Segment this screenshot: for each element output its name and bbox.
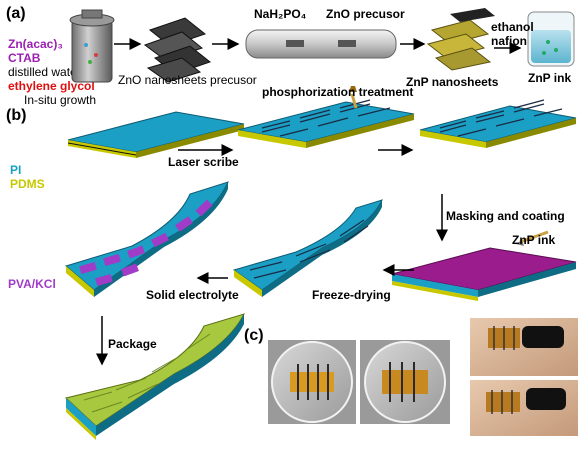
laser-scribed-substrate <box>237 86 415 148</box>
pva-kcl-legend: PVA/KCl <box>8 277 56 291</box>
freeze-drying-label: Freeze-drying <box>312 288 391 302</box>
zno-precursor-label: ZnO nanosheets precusor <box>118 73 257 87</box>
laser-scribe-label: Laser scribe <box>168 155 239 169</box>
znp-coated-substrate <box>391 230 577 301</box>
package-label: Package <box>108 337 157 351</box>
bare-substrate <box>67 111 245 158</box>
electrolyte-substrate <box>64 181 229 297</box>
photo-petri-2 <box>360 340 450 424</box>
photo-petri-1 <box>268 340 356 424</box>
reagent-ctab: CTAB <box>8 51 41 65</box>
znp-ink-label: ZnP ink <box>528 71 572 85</box>
freeze-dried-substrate <box>232 199 383 297</box>
masking-label: Masking and coating <box>446 209 565 223</box>
pi-legend: PI <box>10 163 22 177</box>
phosphorized-substrate <box>419 99 577 148</box>
insitu-growth-label: In-situ growth <box>24 93 97 107</box>
packaged-device <box>64 313 245 440</box>
znp-ink-vial-icon <box>527 11 575 67</box>
reagent-water: distilled water <box>8 65 81 79</box>
pdms-legend: PDMS <box>10 177 45 191</box>
znp-nanosheets-label: ZnP nanosheets <box>406 75 499 89</box>
ethanol-label: ethanol <box>491 20 534 34</box>
znp-ink-inline-label: ZnP ink <box>512 233 556 247</box>
panel-c-label: (c) <box>244 327 264 344</box>
tube-furnace-icon <box>245 29 397 59</box>
zno-nanosheets-icon <box>143 17 212 83</box>
photo-wrist-1 <box>470 318 578 376</box>
panel-b-label: (b) <box>6 107 27 124</box>
nah2po4-label: NaH₂PO₄ <box>254 7 307 21</box>
zno-precusor-label: ZnO precusor <box>326 7 405 21</box>
panel-a-label: (a) <box>6 5 26 22</box>
nafion-label: nafion <box>491 34 527 48</box>
phosphorization-label: phosphorization treatment <box>262 85 414 99</box>
reagent-zn-acac: Zn(acac)₃ <box>8 37 63 51</box>
solid-electrolyte-label: Solid electrolyte <box>146 288 239 302</box>
photo-wrist-2 <box>470 380 578 436</box>
autoclave-icon <box>69 9 115 83</box>
znp-nanosheets-icon <box>426 8 495 71</box>
reagent-ethylene-glycol: ethylene glycol <box>8 79 95 93</box>
